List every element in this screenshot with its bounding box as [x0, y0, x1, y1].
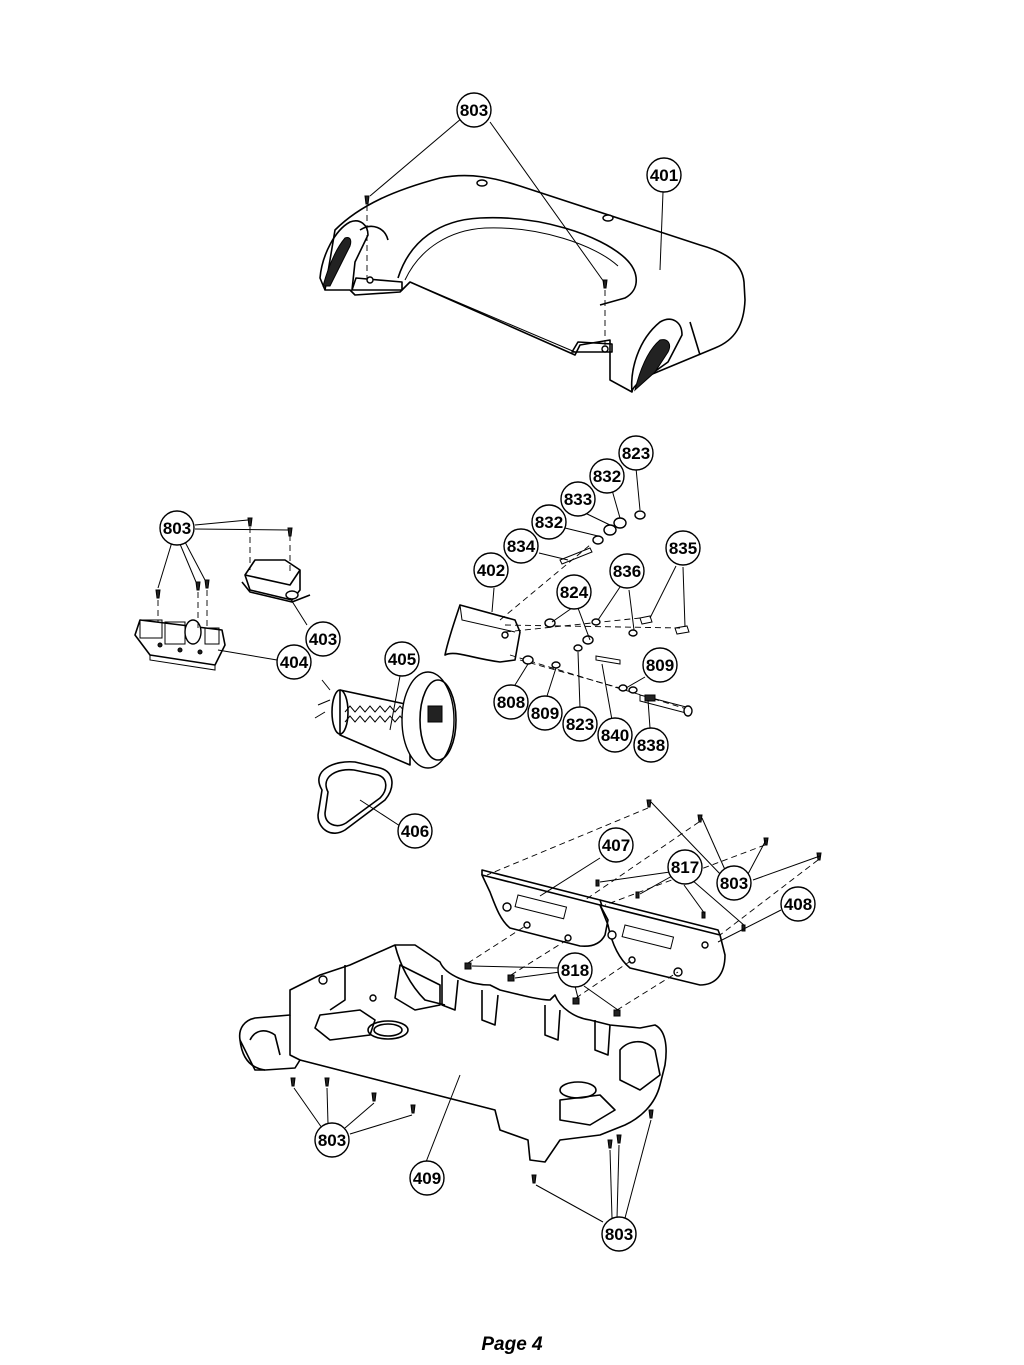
callout-403: 403: [305, 621, 341, 657]
svg-text:823: 823: [622, 444, 650, 463]
callout-406: 406: [397, 813, 433, 849]
svg-text:838: 838: [637, 736, 665, 755]
part-401-cover: [319, 174, 746, 393]
callout-835: 835: [665, 530, 701, 566]
callout-408: 408: [780, 886, 816, 922]
callout-402: 402: [473, 552, 509, 588]
callout-838: 838: [633, 727, 669, 763]
svg-text:809: 809: [531, 704, 559, 723]
callout-803-mid: 803: [159, 510, 195, 546]
svg-text:405: 405: [388, 650, 416, 669]
callout-823-a: 823: [618, 435, 654, 471]
part-407-cover: [481, 869, 609, 948]
callout-405: 405: [384, 641, 420, 677]
callout-817: 817: [667, 849, 703, 885]
screws-803-bottom: [290, 1077, 654, 1184]
svg-text:803: 803: [605, 1225, 633, 1244]
svg-text:803: 803: [318, 1131, 346, 1150]
callout-833: 833: [560, 481, 596, 517]
callout-809-a: 809: [642, 647, 678, 683]
callout-824: 824: [556, 574, 592, 610]
svg-text:824: 824: [560, 583, 589, 602]
callout-823-b: 823: [562, 706, 598, 742]
callout-407: 407: [598, 827, 634, 863]
svg-text:809: 809: [646, 656, 674, 675]
svg-text:409: 409: [413, 1169, 441, 1188]
callout-832-a: 832: [589, 458, 625, 494]
callout-840: 840: [597, 717, 633, 753]
svg-text:803: 803: [720, 874, 748, 893]
page-number: Page 4: [481, 1334, 543, 1355]
callout-834: 834: [503, 528, 539, 564]
svg-text:803: 803: [460, 101, 488, 120]
callout-409: 409: [409, 1160, 445, 1196]
svg-text:406: 406: [401, 822, 429, 841]
screw-803-top-left: [364, 195, 370, 278]
svg-text:840: 840: [601, 726, 629, 745]
svg-text:803: 803: [163, 519, 191, 538]
svg-text:823: 823: [566, 715, 594, 734]
part-404-board: [134, 619, 226, 671]
part-403-box: [241, 559, 311, 603]
svg-text:808: 808: [497, 693, 525, 712]
svg-text:817: 817: [671, 858, 699, 877]
callout-836: 836: [609, 553, 645, 589]
callout-401: 401: [646, 157, 682, 193]
callout-803-bottom-right: 803: [601, 1216, 637, 1252]
part-402-bracket: [444, 604, 521, 663]
svg-text:401: 401: [650, 166, 678, 185]
svg-text:835: 835: [669, 539, 697, 558]
callout-803-bottom-left: 803: [314, 1122, 350, 1158]
svg-text:832: 832: [535, 513, 563, 532]
svg-text:832: 832: [593, 467, 621, 486]
clips-818: [464, 924, 679, 1017]
svg-text:402: 402: [477, 561, 505, 580]
svg-text:836: 836: [613, 562, 641, 581]
callout-404: 404: [276, 644, 312, 680]
part-405-motor: [314, 671, 457, 769]
callout-808: 808: [493, 684, 529, 720]
part-408-cover: [599, 899, 726, 986]
svg-text:833: 833: [564, 490, 592, 509]
svg-text:404: 404: [280, 653, 309, 672]
svg-text:403: 403: [309, 630, 337, 649]
screw-803-top-right: [602, 279, 608, 345]
part-409-base: [238, 944, 667, 1163]
callout-803-top: 803: [456, 92, 492, 128]
svg-text:407: 407: [602, 836, 630, 855]
svg-text:834: 834: [507, 537, 536, 556]
callout-809-b: 809: [527, 695, 563, 731]
callout-803-right: 803: [716, 865, 752, 901]
callout-818: 818: [557, 952, 593, 988]
svg-text:408: 408: [784, 895, 812, 914]
part-406-belt: [317, 760, 393, 834]
svg-text:818: 818: [561, 961, 589, 980]
callout-832-b: 832: [531, 504, 567, 540]
